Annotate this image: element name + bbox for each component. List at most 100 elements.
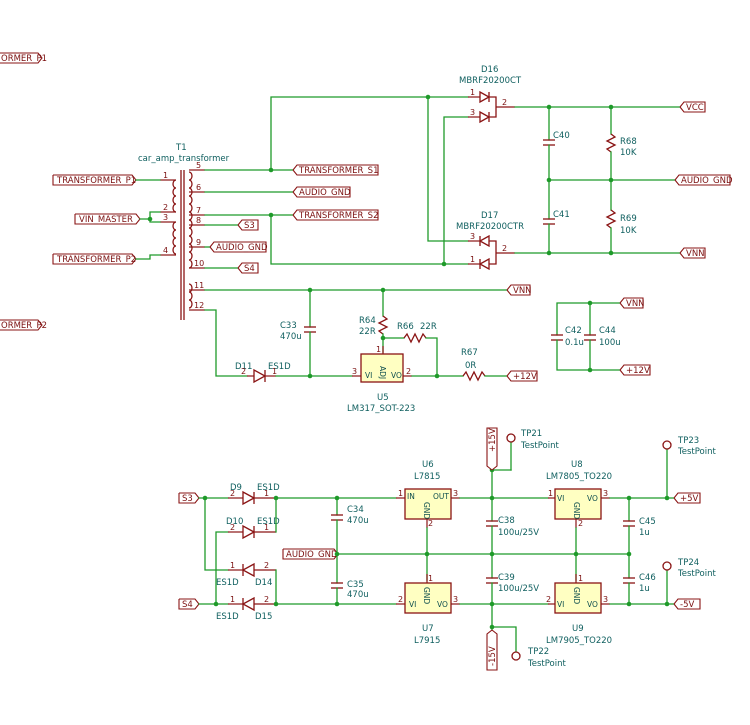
svg-text:U9: U9 (572, 624, 584, 634)
label-n5v[interactable]: -5V (673, 598, 701, 610)
svg-text:2: 2 (398, 595, 403, 604)
svg-text:GND: GND (572, 587, 581, 604)
svg-text:2: 2 (230, 523, 235, 532)
diode-d9[interactable]: D9 ES1D 2 1 (228, 483, 280, 506)
svg-text:11: 11 (194, 281, 204, 290)
label-vnn-caps[interactable]: VNN (619, 297, 645, 309)
diode-d11[interactable]: D11 ES1D 2 1 (235, 362, 291, 384)
svg-text:3: 3 (453, 489, 458, 498)
label-p12v-u5[interactable]: +12V (506, 370, 538, 382)
regulator-u5[interactable]: VI VO ADJ 1 3 2 U5 LM317_SOT-223 (347, 345, 415, 414)
capacitor-c45[interactable]: C45 1u (623, 497, 656, 555)
svg-text:1: 1 (230, 595, 235, 604)
resistor-r64[interactable]: R64 22R (359, 289, 389, 337)
label-vnn-right[interactable]: VNN (679, 247, 706, 259)
edge-label-transformer-p2[interactable]: ORMER_P2 (0, 319, 47, 331)
capacitor-c35[interactable]: C35 470u (331, 553, 369, 605)
label-s4-bottom[interactable]: S4 (178, 598, 200, 610)
capacitor-c34[interactable]: C34 470u (331, 497, 369, 555)
svg-text:LM317_SOT-223: LM317_SOT-223 (347, 404, 415, 414)
diode-d14[interactable]: ES1D D14 1 2 (216, 561, 276, 588)
svg-text:0R: 0R (465, 361, 476, 371)
svg-text:T1: T1 (175, 143, 187, 153)
label-vnn-t1[interactable]: VNN (506, 284, 532, 296)
svg-text:ES1D: ES1D (216, 612, 239, 622)
diode-d16[interactable]: D16 MBRF20200CT 1 3 2 (459, 65, 522, 124)
label-transformer-p2[interactable]: TRANSFORMER_P2 (52, 253, 137, 265)
label-s3-bottom[interactable]: S3 (178, 492, 200, 504)
svg-text:S4: S4 (182, 600, 193, 610)
resistor-r67[interactable]: R67 0R (461, 348, 486, 382)
svg-text:3: 3 (470, 232, 475, 241)
svg-text:TestPoint: TestPoint (677, 447, 717, 457)
svg-text:car_amp_transformer: car_amp_transformer (138, 154, 230, 164)
testpoint-tp22[interactable]: TP22 TestPoint (511, 647, 567, 669)
testpoint-tp21[interactable]: TP21 TestPoint (506, 429, 560, 471)
svg-text:2: 2 (502, 244, 507, 253)
label-audio-gnd-bottom[interactable]: AUDIO_GND (282, 548, 339, 560)
svg-text:TP24: TP24 (677, 558, 699, 568)
svg-text:U8: U8 (571, 460, 583, 470)
svg-text:L7915: L7915 (414, 636, 440, 646)
label-vin-master[interactable]: VIN_MASTER (74, 213, 141, 225)
capacitor-c38[interactable]: C38 100u/25V (486, 497, 539, 555)
svg-text:2: 2 (264, 561, 269, 570)
label-audio-gnd-right[interactable]: AUDIO_GND (674, 174, 733, 186)
transformer-t1[interactable]: T1 car_amp_transformer 1 2 3 4 5 6 7 8 (138, 143, 230, 320)
testpoint-tp23[interactable]: TP23 TestPoint (662, 436, 717, 499)
svg-text:C35: C35 (347, 580, 364, 590)
svg-text:+12V: +12V (626, 366, 650, 376)
label-p5v[interactable]: +5V (673, 492, 701, 504)
svg-text:100u/25V: 100u/25V (498, 528, 539, 538)
label-vcc[interactable]: VCC (679, 101, 706, 113)
diode-d15[interactable]: ES1D D15 1 2 (216, 595, 276, 622)
regulator-u6[interactable]: U6 L7815 IN OUT GND 1 3 2 (396, 460, 460, 528)
capacitor-c42[interactable]: C42 0.1u (551, 326, 584, 348)
label-audio-gnd-t2[interactable]: AUDIO_GND (209, 241, 268, 253)
label-s3-top[interactable]: S3 (237, 219, 259, 231)
svg-text:C34: C34 (347, 505, 364, 515)
svg-text:D17: D17 (481, 211, 498, 221)
svg-text:AUDIO_GND: AUDIO_GND (286, 550, 338, 560)
svg-text:VI: VI (365, 371, 372, 380)
edge-label-transformer-p1[interactable]: ORMER_P1 (0, 52, 47, 64)
svg-text:D16: D16 (481, 65, 498, 75)
svg-text:VI: VI (409, 600, 416, 609)
label-transformer-s1[interactable]: TRANSFORMER_S1 (292, 164, 379, 176)
capacitor-c40[interactable]: C40 (543, 106, 570, 181)
svg-text:470u: 470u (347, 590, 369, 600)
label-p12v-caps[interactable]: +12V (619, 364, 651, 376)
resistor-r69[interactable]: R69 10K (605, 179, 637, 254)
svg-text:3: 3 (603, 595, 608, 604)
svg-text:LM7905_TO220: LM7905_TO220 (546, 636, 612, 646)
regulator-u7[interactable]: VI VO GND 2 3 1 U7 L7915 (396, 574, 460, 646)
svg-text:1: 1 (578, 574, 583, 583)
svg-text:TRANSFORMER_P2: TRANSFORMER_P2 (56, 255, 136, 265)
capacitor-c39[interactable]: C39 100u/25V (486, 553, 539, 605)
regulator-u8[interactable]: U8 LM7805_TO220 VI VO GND 1 3 2 (546, 460, 612, 528)
diode-d17[interactable]: D17 MBRF20200CTR 3 1 2 (456, 211, 524, 271)
label-n15v[interactable]: -15V (486, 629, 498, 671)
svg-text:1: 1 (470, 88, 475, 97)
testpoint-tp24[interactable]: TP24 TestPoint (662, 558, 717, 605)
diode-d10[interactable]: D10 ES1D 2 1 (226, 517, 280, 540)
svg-text:VI: VI (557, 600, 564, 609)
svg-text:4: 4 (163, 246, 168, 255)
svg-text:1: 1 (376, 345, 381, 354)
label-audio-gnd-t1[interactable]: AUDIO_GND (292, 186, 351, 198)
svg-text:0.1u: 0.1u (565, 338, 584, 348)
svg-text:10K: 10K (620, 226, 637, 236)
capacitor-c33[interactable]: C33 470u (280, 289, 316, 377)
resistor-r68[interactable]: R68 10K (605, 106, 637, 181)
capacitor-c41[interactable]: C41 (543, 179, 570, 254)
label-transformer-p1[interactable]: TRANSFORMER_P1 (52, 174, 137, 186)
label-transformer-s2[interactable]: TRANSFORMER_S2 (292, 209, 379, 221)
capacitor-c46[interactable]: C46 1u (623, 553, 656, 605)
label-s4-top[interactable]: S4 (237, 262, 259, 274)
svg-text:C39: C39 (498, 573, 515, 583)
resistor-r66[interactable]: R66 22R (397, 322, 437, 344)
svg-text:2: 2 (163, 203, 168, 212)
regulator-u9[interactable]: VI VO GND 2 3 1 U9 LM7905_TO220 (546, 574, 612, 646)
label-p15v[interactable]: +15V (486, 427, 498, 471)
